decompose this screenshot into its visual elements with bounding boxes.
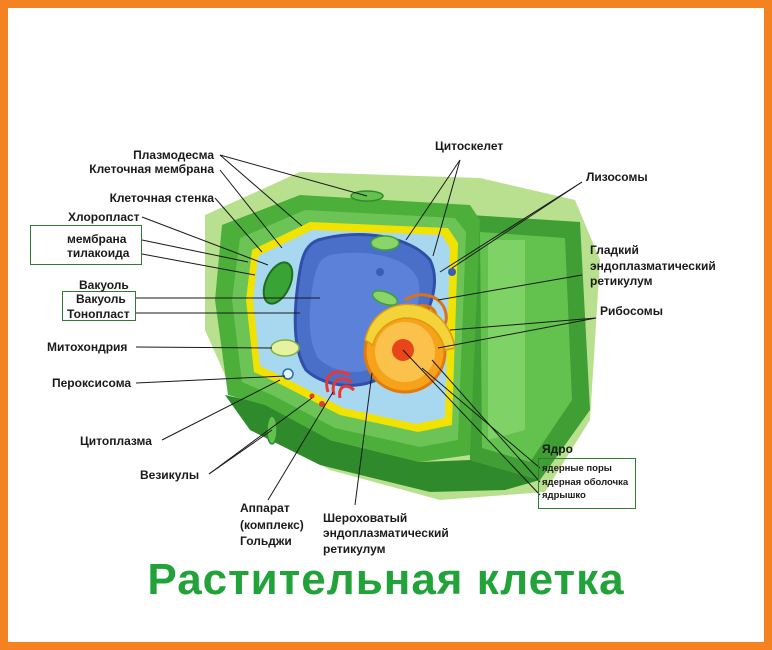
chloroplast — [262, 261, 294, 305]
label-smooth-er-1: Гладкий — [590, 243, 639, 257]
cell-wall-side-groove — [488, 240, 525, 440]
label-thylakoid-membrane-1: мембрана — [67, 232, 127, 246]
label-rough-er-2: эндоплазматический — [323, 526, 449, 540]
nucleus-group-box — [538, 458, 636, 509]
chloroplast-3 — [371, 290, 399, 306]
label-vacuole: Вакуоль — [76, 292, 126, 306]
peroxisome — [282, 368, 294, 380]
label-ribosomes: Рибосомы — [600, 304, 663, 318]
leader-lines — [135, 154, 597, 506]
label-nucleus: Ядро — [542, 442, 573, 456]
diagram-title: Растительная клетка — [147, 555, 625, 604]
label-nuclear-envelope: ядерная оболочка — [542, 477, 629, 488]
label-cytoskeleton: Цитоскелет — [435, 139, 504, 153]
golgi-apparatus — [325, 370, 355, 399]
label-peroxisome: Пероксисома — [52, 376, 132, 390]
chloroplast-2 — [370, 235, 400, 251]
label-smooth-er-3: ретикулум — [590, 274, 653, 288]
chloroplast-group-box — [30, 225, 142, 265]
label-mitochondrion: Митохондрия — [47, 340, 128, 354]
label-smooth-er-2: эндоплазматический — [590, 259, 716, 273]
vesicle-2 — [448, 268, 456, 276]
label-cell-wall: Клеточная стенка — [109, 191, 214, 205]
vesicle-4 — [309, 393, 315, 399]
label-rough-er-1: Шероховатый — [323, 511, 408, 525]
mitochondrion — [270, 339, 300, 357]
vesicle-3 — [319, 401, 325, 407]
label-lysosomes: Лизосомы — [586, 170, 648, 184]
label-cytoplasm: Цитоплазма — [80, 434, 152, 448]
label-tonoplast: Тонопласт — [67, 307, 130, 321]
vacuole-group-box — [62, 291, 136, 321]
label-rough-er-3: ретикулум — [323, 542, 386, 556]
label-golgi-1: Аппарат — [240, 501, 290, 515]
rough-er — [364, 303, 456, 351]
label-golgi-2: (комплекс) — [240, 518, 304, 532]
label-chloroplast: Хлоропласт — [68, 210, 140, 224]
label-nucleolus: ядрышко — [542, 490, 586, 501]
label-vesicles: Везикулы — [140, 468, 200, 482]
label-cell-membrane: Клеточная мембрана — [89, 162, 214, 176]
vesicle — [376, 268, 384, 276]
cell-wall-bottom — [225, 395, 540, 492]
label-plasmodesma: Плазмодесма — [133, 148, 214, 162]
label-thylakoid-membrane-2: тилакоида — [67, 246, 130, 260]
label-golgi-3: Гольджи — [240, 534, 292, 548]
label-vacuole-group: Вакуоль — [79, 278, 129, 292]
label-nuclear-pores: ядерные поры — [542, 463, 612, 474]
